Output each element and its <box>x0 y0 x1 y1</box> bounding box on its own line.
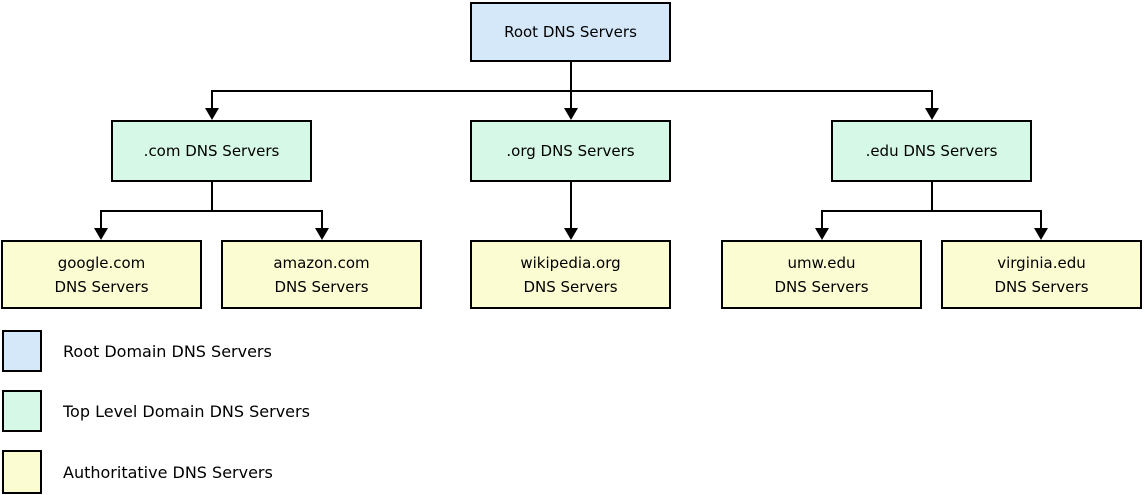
legend-row-authoritative: Authoritative DNS Servers <box>2 450 273 494</box>
arrow-down-edu-icon <box>925 108 939 120</box>
edge-drop-to-com <box>211 90 213 108</box>
legend-row-root: Root Domain DNS Servers <box>2 330 272 372</box>
arrow-down-amazon-icon <box>315 228 329 240</box>
arrow-down-google-icon <box>94 228 108 240</box>
arrow-down-wikipedia-icon <box>564 228 578 240</box>
legend-row-tld: Top Level Domain DNS Servers <box>2 390 310 432</box>
node-label-line2: DNS Servers <box>523 277 618 296</box>
node-label-line1: umw.edu <box>787 253 856 272</box>
edge-drop-to-google <box>100 210 102 229</box>
node-label-line2: DNS Servers <box>774 277 869 296</box>
edge-com-drop <box>211 182 213 212</box>
node-amazon-dns-servers: amazon.com DNS Servers <box>221 240 422 309</box>
legend-label-root: Root Domain DNS Servers <box>63 341 272 361</box>
edge-edu-drop <box>931 182 933 212</box>
legend-swatch-root <box>2 330 42 372</box>
node-edu-dns-servers: .edu DNS Servers <box>831 120 1032 182</box>
node-org-dns-servers: .org DNS Servers <box>470 120 671 182</box>
legend-label-authoritative: Authoritative DNS Servers <box>63 462 273 482</box>
edge-root-bus <box>211 90 933 92</box>
node-label-line2: DNS Servers <box>994 277 1089 296</box>
legend-swatch-authoritative <box>2 450 42 494</box>
node-label: .com DNS Servers <box>143 142 280 160</box>
node-virginia-dns-servers: virginia.edu DNS Servers <box>941 240 1142 309</box>
node-label: .edu DNS Servers <box>865 142 998 160</box>
arrow-down-org-icon <box>564 108 578 120</box>
arrow-down-virginia-icon <box>1034 228 1048 240</box>
arrow-down-umw-icon <box>815 228 829 240</box>
node-label: .org DNS Servers <box>506 142 635 160</box>
node-wikipedia-dns-servers: wikipedia.org DNS Servers <box>470 240 671 309</box>
legend-swatch-tld <box>2 390 42 432</box>
edge-drop-to-edu <box>931 90 933 108</box>
node-com-dns-servers: .com DNS Servers <box>111 120 312 182</box>
edge-com-bus <box>100 210 323 212</box>
edge-drop-to-amazon <box>321 210 323 229</box>
edge-root-drop <box>570 62 572 108</box>
edge-drop-to-virginia <box>1040 210 1042 229</box>
node-label-line1: wikipedia.org <box>520 253 621 272</box>
node-label-line1: amazon.com <box>273 253 370 272</box>
edge-drop-to-umw <box>821 210 823 229</box>
legend-label-tld: Top Level Domain DNS Servers <box>63 401 310 421</box>
node-label: Root DNS Servers <box>504 23 637 41</box>
edge-edu-bus <box>821 210 1042 212</box>
node-google-dns-servers: google.com DNS Servers <box>1 240 202 309</box>
node-label-line2: DNS Servers <box>54 277 149 296</box>
node-label-line1: virginia.edu <box>997 253 1086 272</box>
node-label-line2: DNS Servers <box>274 277 369 296</box>
node-umw-dns-servers: umw.edu DNS Servers <box>721 240 922 309</box>
node-label-line1: google.com <box>57 253 146 272</box>
arrow-down-com-icon <box>205 108 219 120</box>
edge-org-drop <box>570 182 572 229</box>
node-root-dns-servers: Root DNS Servers <box>470 2 671 62</box>
